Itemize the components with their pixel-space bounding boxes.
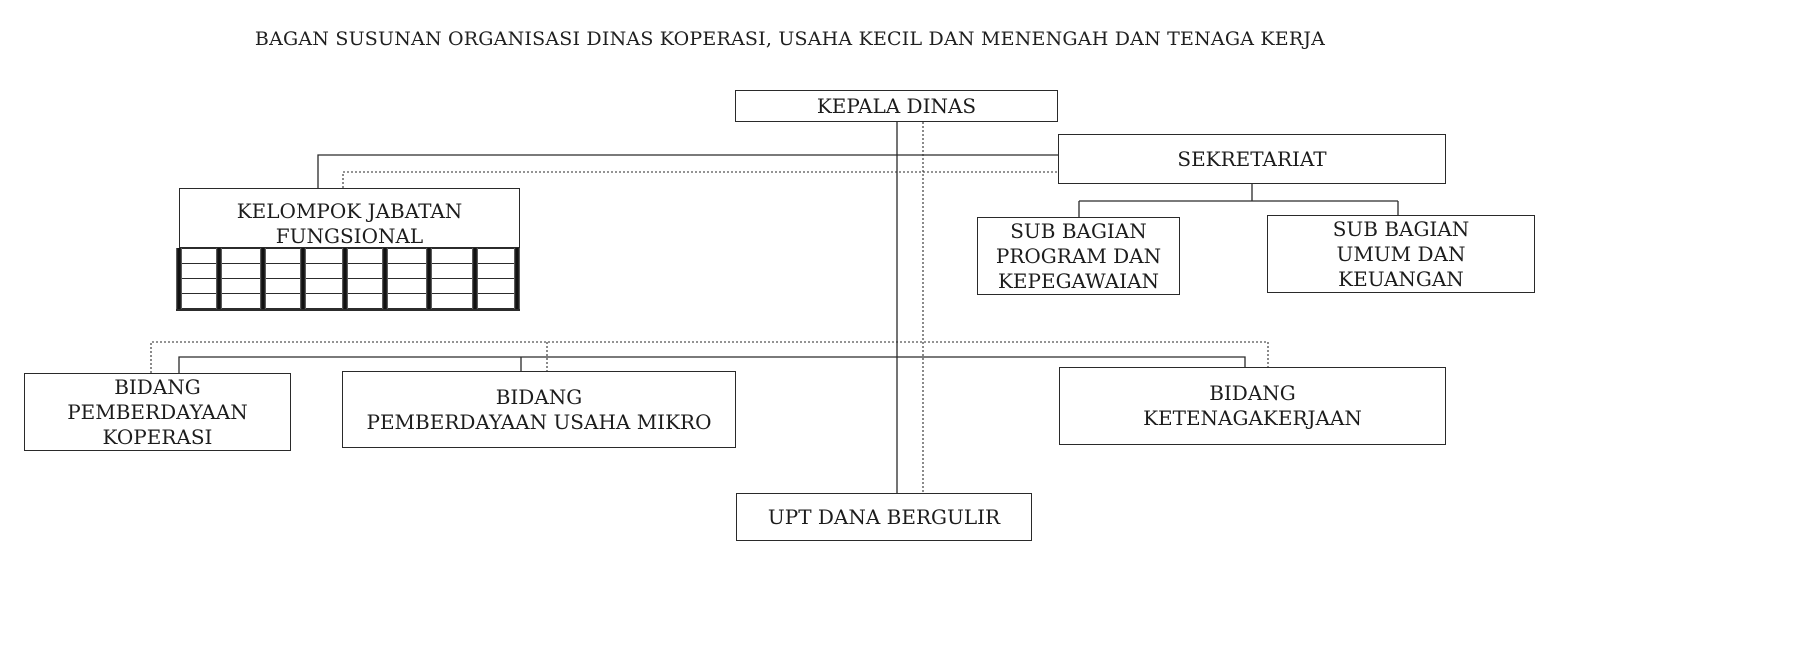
bidang-pemberdayaan-koperasi-box: BIDANG PEMBERDAYAAN KOPERASI xyxy=(24,373,291,451)
grid-column xyxy=(382,248,388,309)
sub-bagian-program-label: SUB BAGIAN PROGRAM DAN KEPEGAWAIAN xyxy=(995,218,1162,293)
grid-column xyxy=(216,248,222,309)
grid-column xyxy=(176,248,182,309)
line-bidang-bus-dotted xyxy=(150,341,1269,373)
sub-bagian-umum-label: SUB BAGIAN UMUM DAN KEUANGAN xyxy=(1332,216,1470,291)
line-dotted-sekretariat-kjf xyxy=(342,171,1058,188)
bidang-pemberdayaan-usaha-mikro-box: BIDANG PEMBERDAYAAN USAHA MIKRO xyxy=(342,371,736,448)
bidang-pemberdayaan-usaha-mikro-label: BIDANG PEMBERDAYAAN USAHA MIKRO xyxy=(366,384,712,434)
bidang-ketenagakerjaan-box: BIDANG KETENAGAKERJAAN xyxy=(1059,367,1446,445)
kepala-dinas-box: KEPALA DINAS xyxy=(735,90,1058,122)
grid-column xyxy=(300,248,306,309)
sekretariat-box: SEKRETARIAT xyxy=(1058,134,1446,184)
kelompok-jabatan-fungsional-label: KELOMPOK JABATAN FUNGSIONAL xyxy=(236,199,463,248)
sub-bagian-umum-box: SUB BAGIAN UMUM DAN KEUANGAN xyxy=(1267,215,1535,293)
line-trunk-sekretariat xyxy=(317,154,1058,188)
grid-column xyxy=(426,248,432,309)
line-sekretariat-subbagian xyxy=(1078,184,1399,217)
sub-bagian-program-box: SUB BAGIAN PROGRAM DAN KEPEGAWAIAN xyxy=(977,217,1180,295)
line-bidang-bus-solid xyxy=(178,356,1246,373)
upt-dana-bergulir-label: UPT DANA BERGULIR xyxy=(767,504,1001,529)
sekretariat-label: SEKRETARIAT xyxy=(1177,146,1327,171)
grid-column xyxy=(260,248,266,309)
upt-dana-bergulir-box: UPT DANA BERGULIR xyxy=(736,493,1032,541)
bidang-ketenagakerjaan-label: BIDANG KETENAGAKERJAAN xyxy=(1143,381,1362,430)
grid-column xyxy=(472,248,478,309)
grid-column xyxy=(514,248,520,309)
chart-title: BAGAN SUSUNAN ORGANISASI DINAS KOPERASI,… xyxy=(254,28,1326,50)
bidang-pemberdayaan-koperasi-label: BIDANG PEMBERDAYAAN KOPERASI xyxy=(67,374,248,449)
kelompok-jabatan-grid xyxy=(176,248,520,311)
grid-column xyxy=(342,248,348,309)
kelompok-jabatan-fungsional-box: KELOMPOK JABATAN FUNGSIONAL xyxy=(179,188,520,248)
kepala-dinas-label: KEPALA DINAS xyxy=(816,93,977,118)
